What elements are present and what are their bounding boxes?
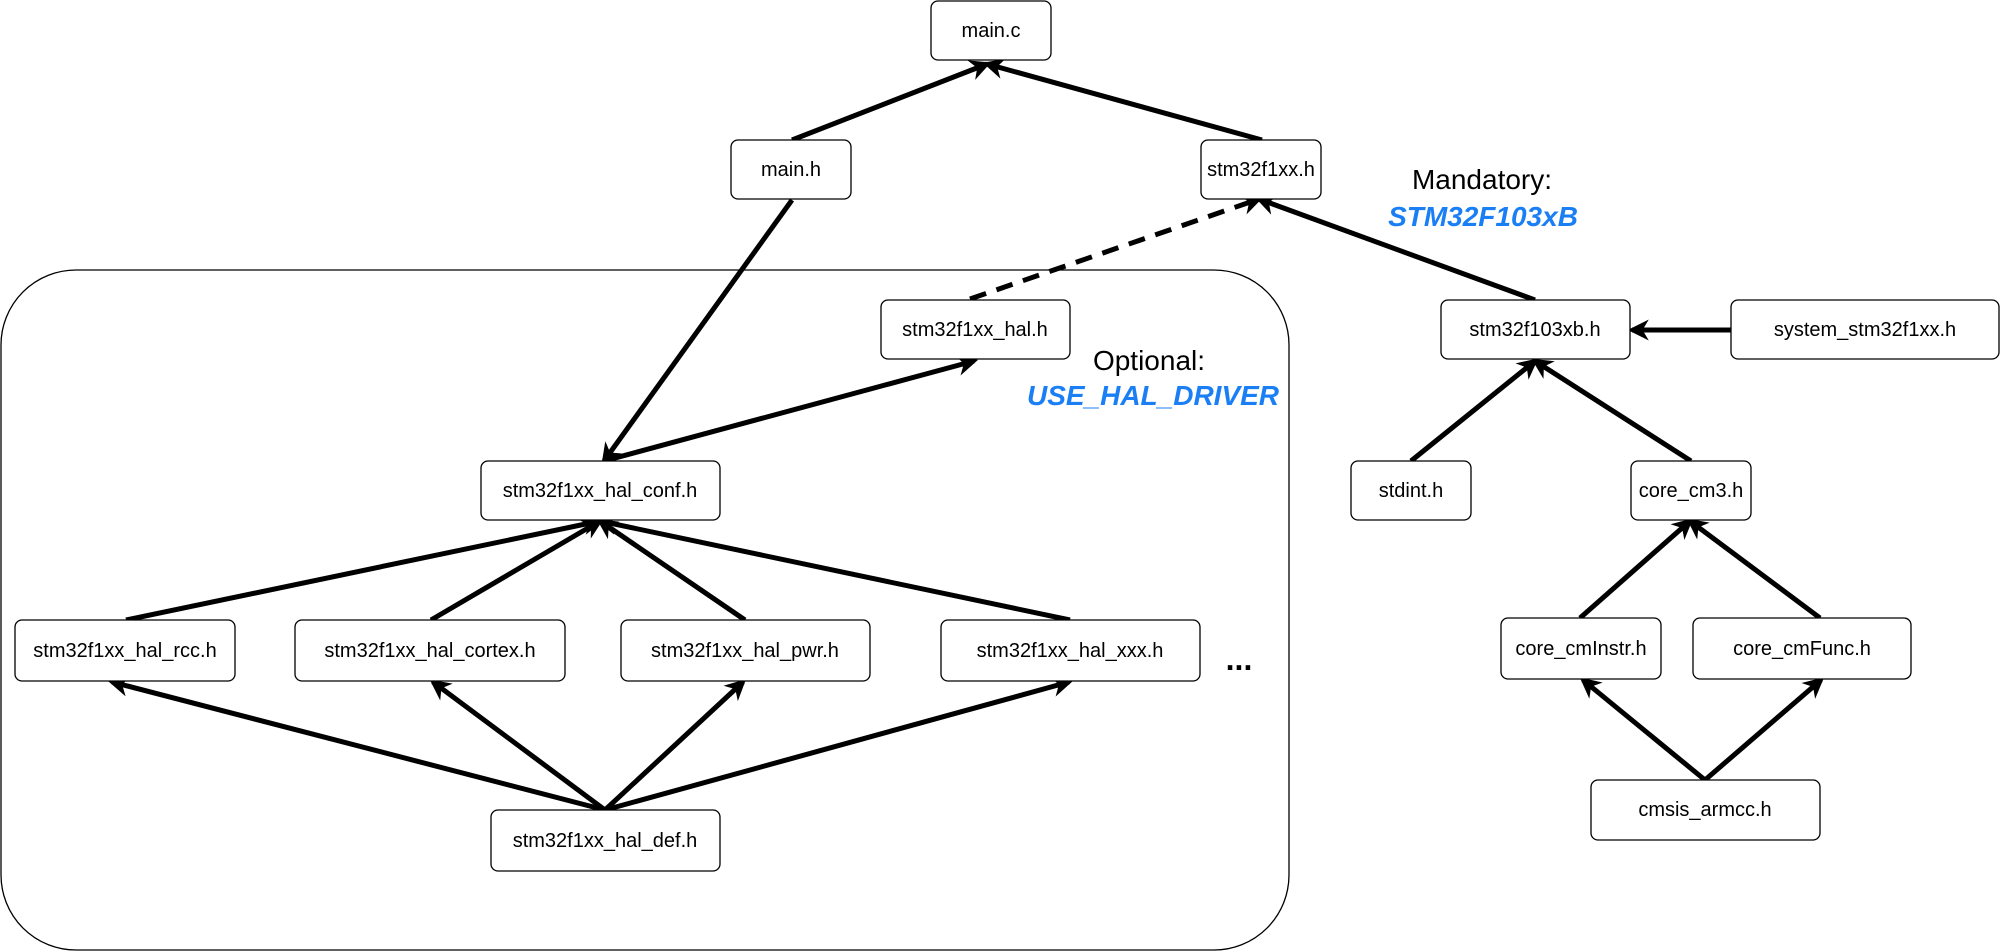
edge-main-h-to-main-c <box>791 60 991 143</box>
node-label-stm32f1xx-hal-conf-h: stm32f1xx_hal_conf.h <box>503 480 698 502</box>
node-stm32f1xx-hal-cortex-h: stm32f1xx_hal_cortex.h <box>294 619 566 682</box>
edge-stm32f1xx-h-to-main-c <box>982 58 1263 143</box>
node-main-c: main.c <box>930 0 1052 61</box>
node-label-stm32f1xx-hal-xxx-h: stm32f1xx_hal_xxx.h <box>977 640 1164 662</box>
node-stdint-h: stdint.h <box>1350 460 1472 521</box>
node-label-stm32f1xx-h: stm32f1xx.h <box>1207 159 1315 181</box>
node-label-stm32f103xb-h: stm32f103xb.h <box>1469 319 1600 341</box>
node-label-stdint-h: stdint.h <box>1379 480 1443 502</box>
node-label-core-cm3-h: core_cm3.h <box>1639 480 1744 502</box>
node-label-stm32f1xx-hal-h: stm32f1xx_hal.h <box>902 319 1048 341</box>
node-label-stm32f1xx-hal-def-h: stm32f1xx_hal_def.h <box>513 830 698 852</box>
node-stm32f1xx-hal-def-h: stm32f1xx_hal_def.h <box>490 809 721 872</box>
edge-stdint-to-stm32f103xb <box>1409 358 1539 463</box>
edges <box>107 58 1825 813</box>
edge-stm32f103xb-to-stm32f1xx-h <box>1255 194 1536 303</box>
node-label-system-stm32f1xx-h: system_stm32f1xx.h <box>1774 319 1956 341</box>
node-label-core-cminstr-h: core_cmInstr.h <box>1515 638 1646 660</box>
node-label-main-h: main.h <box>761 159 821 181</box>
annotation-optional-value: USE_HAL_DRIVER <box>1027 380 1280 411</box>
edge-armcc-to-cminstr <box>1579 677 1707 782</box>
edge-main-h-to-hal-conf <box>601 198 795 465</box>
node-label-stm32f1xx-hal-rcc-h: stm32f1xx_hal_rcc.h <box>33 640 216 662</box>
annotation-optional-title: Optional: <box>1093 345 1205 376</box>
edge-hal-def-to-pwr <box>603 679 747 812</box>
node-stm32f1xx-hal-rcc-h: stm32f1xx_hal_rcc.h <box>14 619 236 682</box>
node-core-cmfunc-h: core_cmFunc.h <box>1692 617 1912 680</box>
hal-driver-group <box>0 269 1290 951</box>
node-system-stm32f1xx-h: system_stm32f1xx.h <box>1730 299 2000 360</box>
annotation-mandatory-title: Mandatory: <box>1412 164 1552 195</box>
node-stm32f1xx-hal-xxx-h: stm32f1xx_hal_xxx.h <box>940 619 1201 682</box>
node-label-stm32f1xx-hal-cortex-h: stm32f1xx_hal_cortex.h <box>324 640 535 662</box>
node-core-cm3-h: core_cm3.h <box>1630 460 1752 521</box>
edge-cmfunc-to-core-cm3 <box>1686 518 1822 621</box>
more-modules-ellipsis: ... <box>1226 641 1253 677</box>
edge-hal-conf-to-hal-h <box>603 355 979 464</box>
node-stm32f1xx-hal-conf-h: stm32f1xx_hal_conf.h <box>480 460 721 521</box>
node-core-cminstr-h: core_cmInstr.h <box>1500 617 1662 680</box>
annotation-optional: Optional: USE_HAL_DRIVER <box>1027 345 1280 411</box>
node-stm32f1xx-h: stm32f1xx.h <box>1200 139 1322 200</box>
annotation-mandatory: Mandatory: STM32F103xB <box>1388 164 1578 232</box>
edge-hal-def-to-cortex <box>429 679 607 813</box>
edge-rcc-to-hal-conf <box>125 514 605 623</box>
node-stm32f1xx-hal-pwr-h: stm32f1xx_hal_pwr.h <box>620 619 871 682</box>
edge-hal-def-to-xxx <box>604 676 1074 813</box>
edge-hal-def-to-rcc <box>107 676 606 813</box>
node-label-core-cmfunc-h: core_cmFunc.h <box>1733 638 1871 660</box>
node-main-h: main.h <box>730 139 852 200</box>
node-label-main-c: main.c <box>962 20 1021 42</box>
node-stm32f1xx-hal-h: stm32f1xx_hal.h <box>880 299 1071 360</box>
node-label-cmsis-armcc-h: cmsis_armcc.h <box>1638 799 1771 821</box>
edge-cminstr-to-core-cm3 <box>1578 518 1694 620</box>
annotation-mandatory-value: STM32F103xB <box>1388 201 1578 232</box>
edge-pwr-to-hal-conf <box>596 518 747 623</box>
edge-armcc-to-cmfunc <box>1703 677 1825 782</box>
node-cmsis-armcc-h: cmsis_armcc.h <box>1590 779 1821 841</box>
edge-xxx-to-hal-conf <box>595 514 1071 623</box>
edge-core-cm3-to-stm32f103xb <box>1531 358 1693 464</box>
edge-cortex-to-hal-conf <box>429 518 604 623</box>
edge-hal-h-to-stm32f1xx-h <box>969 194 1263 302</box>
node-stm32f103xb-h: stm32f103xb.h <box>1440 299 1631 360</box>
node-label-stm32f1xx-hal-pwr-h: stm32f1xx_hal_pwr.h <box>651 640 839 662</box>
